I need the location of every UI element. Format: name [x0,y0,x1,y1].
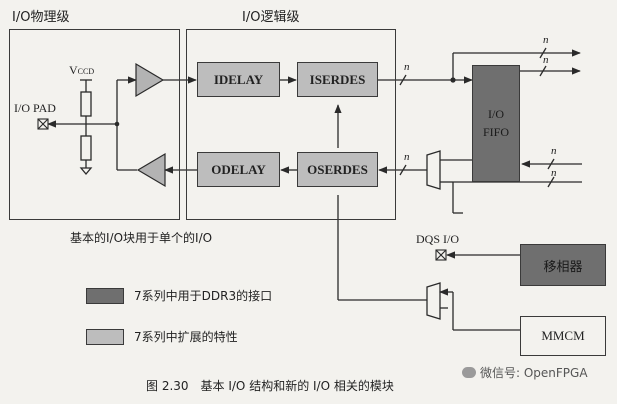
vccd-label-main: V [69,63,78,77]
logical-level-region [186,29,396,220]
io-fifo-block: I/O FIFO [472,65,520,182]
legend-light-label: 7系列中扩展的特性 [134,330,238,344]
phaser-block: 移相器 [520,244,606,286]
watermark: 微信号: OpenFPGA [462,367,588,379]
legend-light-swatch [86,329,124,345]
physical-level-title: I/O物理级 [12,10,70,25]
bus-width-label: n [543,34,549,46]
bus-width-label: n [551,145,557,157]
bus-width-label: n [404,61,410,73]
output-buffer-triangle [136,152,166,188]
dqs-pad-icon [435,249,447,261]
idelay-block: IDELAY [197,62,280,97]
vccd-label-subscript: CCD [77,67,95,76]
odelay-block: ODELAY [197,152,280,187]
vccd-label: VCCD [69,64,94,76]
io-fifo-label-line2: FIFO [482,125,509,139]
input-buffer-triangle [135,62,165,98]
watermark-text: 微信号: OpenFPGA [480,366,588,380]
bus-width-label: n [404,151,410,163]
junction-dot [114,121,120,127]
mmcm-block: MMCM [520,316,606,356]
bus-width-label: n [551,167,557,179]
io-pad-label: I/O PAD [14,101,56,115]
iserdes-block: ISERDES [297,62,378,97]
legend-dark-label: 7系列中用于DDR3的接口 [134,289,273,303]
junction-dot [450,77,456,83]
wechat-icon [462,367,476,378]
figure-caption: 图 2.30 基本 I/O 结构和新的 I/O 相关的模块 [146,379,394,393]
basic-io-caption: 基本的I/O块用于单个的I/O [70,231,213,245]
io-pad-icon [37,118,49,130]
physical-level-region [9,29,180,220]
oserdes-block: OSERDES [297,152,378,187]
bus-width-label: n [543,54,549,66]
legend-dark-swatch [86,288,124,304]
dqs-io-label: DQS I/O [416,232,460,246]
logical-level-title: I/O逻辑级 [242,10,300,25]
io-fifo-label-line1: I/O [488,107,504,121]
